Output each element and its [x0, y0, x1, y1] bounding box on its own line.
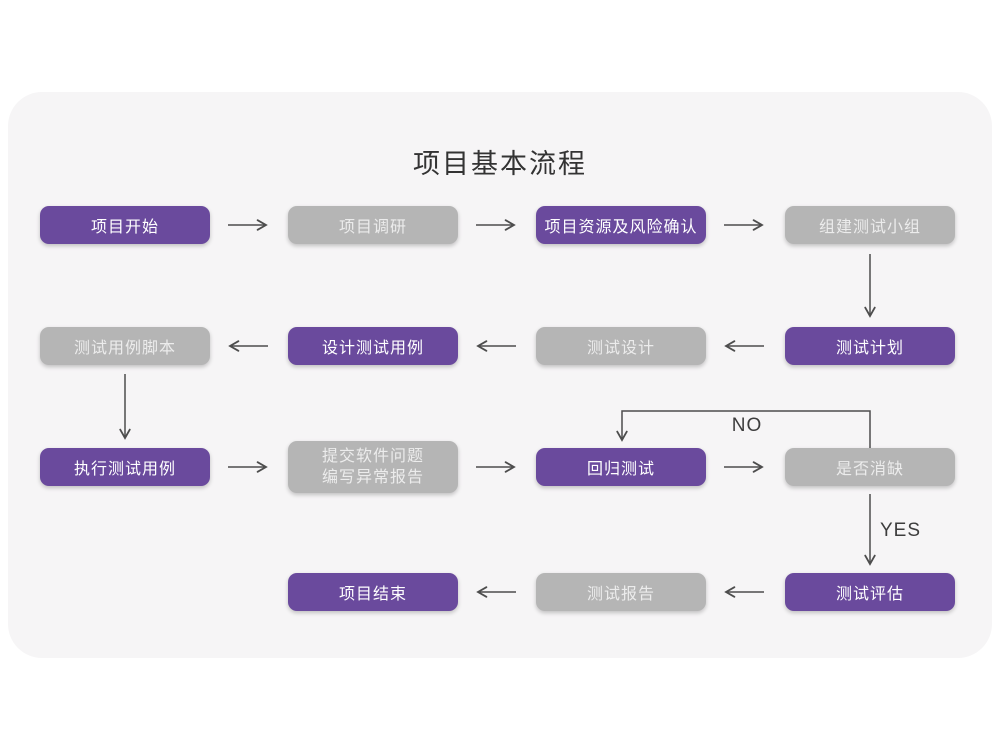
node-project-resources-risk: 项目资源及风险确认	[536, 206, 706, 244]
node-project-research: 项目调研	[288, 206, 458, 244]
flowchart-card	[8, 92, 992, 658]
node-test-plan: 测试计划	[785, 327, 955, 365]
branch-label-yes: YES	[880, 520, 922, 541]
node-execute-test-cases: 执行测试用例	[40, 448, 210, 486]
node-submit-issues-report: 提交软件问题 编写异常报告	[288, 441, 458, 493]
branch-label-no: NO	[731, 415, 763, 436]
node-project-end: 项目结束	[288, 573, 458, 611]
node-test-design: 测试设计	[536, 327, 706, 365]
node-defect-resolved: 是否消缺	[785, 448, 955, 486]
node-test-case-scripts: 测试用例脚本	[40, 327, 210, 365]
node-test-evaluation: 测试评估	[785, 573, 955, 611]
node-regression-test: 回归测试	[536, 448, 706, 486]
node-test-report: 测试报告	[536, 573, 706, 611]
node-project-start: 项目开始	[40, 206, 210, 244]
diagram-title: 项目基本流程	[413, 149, 587, 179]
node-build-test-team: 组建测试小组	[785, 206, 955, 244]
node-design-test-cases: 设计测试用例	[288, 327, 458, 365]
